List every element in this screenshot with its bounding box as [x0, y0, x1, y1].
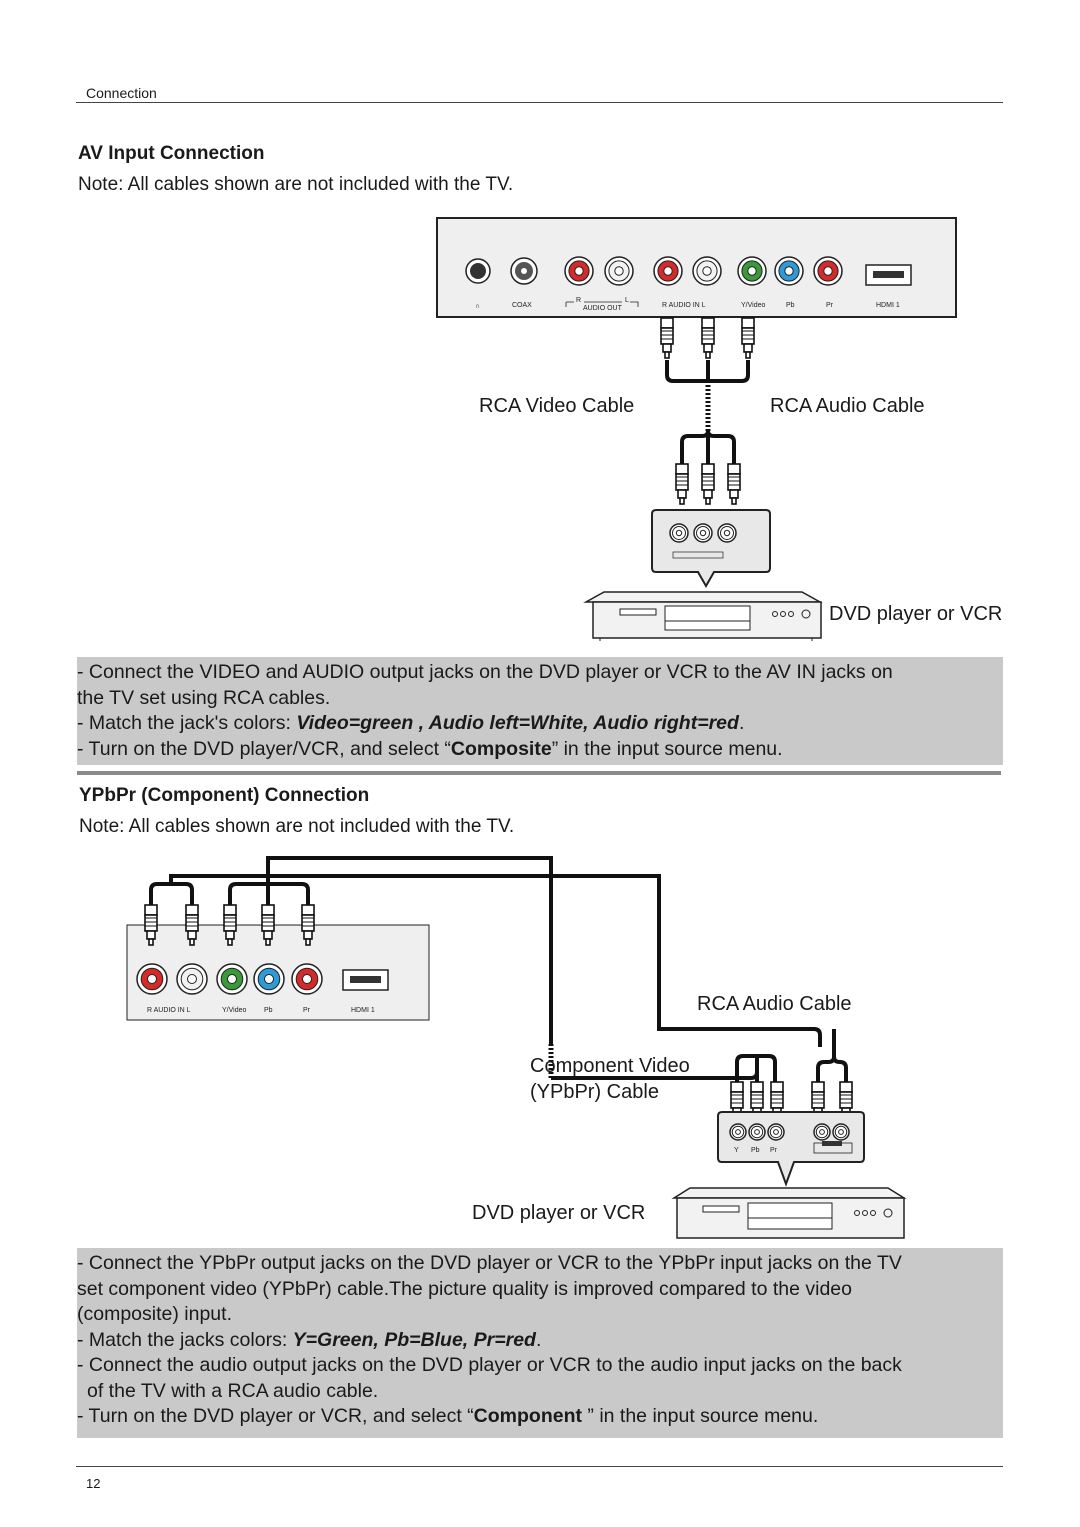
yp-dvd-jack-4: [832, 1123, 850, 1141]
yp-dvd-jack-3: [813, 1123, 831, 1141]
yp-instr-3b: of the TV with a RCA audio cable.: [87, 1379, 379, 1402]
yp-label-pr: Pr: [303, 1007, 311, 1014]
av-dvd-player: [583, 591, 823, 641]
av-plug-top-0: [660, 317, 674, 359]
av-jack-3: [692, 256, 722, 286]
av-label-audio-in: R AUDIO IN L: [662, 302, 706, 309]
av-jack-6: [813, 256, 843, 286]
yp-label-audio-in: R AUDIO IN L: [147, 1007, 191, 1014]
footer-rule: [76, 1466, 1003, 1467]
yp-dvd-player: [671, 1187, 907, 1239]
yp-plug-top-4: [301, 904, 315, 946]
av-rca-plugs: [660, 317, 755, 505]
yp-instr-2: - Match the jacks colors: Y=Green, Pb=Bl…: [77, 1328, 542, 1351]
ypbpr-note: Note: All cables shown are not included …: [79, 816, 515, 837]
yp-jack-3: [253, 963, 285, 995]
section-separator: [77, 771, 1001, 775]
yp-jack-1: [176, 963, 208, 995]
av-label-coax: COAX: [512, 302, 532, 309]
yp-label-hdmi: HDMI 1: [351, 1007, 375, 1014]
yp-label-yvideo: Y/Video: [222, 1007, 246, 1014]
av-audio-cable-label: RCA Audio Cable: [770, 395, 925, 417]
av-jack-4: [737, 256, 767, 286]
av-note: Note: All cables shown are not included …: [78, 174, 514, 195]
av-plug-bottom-2: [727, 463, 741, 505]
av-instr-1b: the TV set using RCA cables.: [77, 686, 331, 709]
av-device-label: DVD player or VCR: [829, 603, 1003, 625]
ypbpr-title: YPbPr (Component) Connection: [79, 785, 370, 806]
yp-jack-0: [136, 963, 168, 995]
yp-video-cable-label-2: (YPbPr) Cable: [530, 1081, 659, 1103]
yp-cables: [149, 856, 848, 1082]
yp-jack-2: [216, 963, 248, 995]
yp-label-pb: Pb: [264, 1007, 273, 1014]
av-plug-bottom-1: [701, 463, 715, 505]
av-title: AV Input Connection: [78, 143, 265, 164]
yp-jack-4: [291, 963, 323, 995]
av-label-r: R: [576, 297, 581, 304]
av-label-yvideo: Y/Video: [741, 302, 765, 309]
yp-instr-1b: set component video (YPbPr) cable.The pi…: [77, 1277, 852, 1300]
yp-plug-top-2: [223, 904, 237, 946]
av-panel-jacks: [564, 256, 843, 286]
yp-plug-top-0: [144, 904, 158, 946]
av-label-l: L: [625, 297, 629, 304]
av-dvd-jack-callout: [651, 509, 771, 589]
av-plug-top-2: [741, 317, 755, 359]
section-label: Connection: [86, 85, 157, 101]
av-video-cable-label: RCA Video Cable: [479, 395, 635, 417]
yp-panel-jacks: [136, 963, 323, 995]
av-instr-1a: - Connect the VIDEO and AUDIO output jac…: [77, 661, 893, 683]
ypbpr-instructions: - Connect the YPbPr output jacks on the …: [77, 1248, 1003, 1438]
av-plug-top-1: [701, 317, 715, 359]
yp-dvd-jack-callout: Y Pb Pr: [717, 1111, 865, 1187]
yp-instr-3a: - Connect the audio output jacks on the …: [77, 1354, 902, 1376]
av-label-pr: Pr: [826, 302, 834, 309]
yp-plug-top-3: [261, 904, 275, 946]
yp-dvd-jack-0: [729, 1123, 747, 1141]
svg-text:∩: ∩: [475, 303, 480, 310]
av-label-audio-out: AUDIO OUT: [583, 305, 623, 312]
yp-instr-1c: (composite) input.: [77, 1303, 232, 1325]
yp-dvd-label-pr: Pr: [770, 1147, 778, 1154]
av-jack-0: [564, 256, 594, 286]
yp-dvd-label-pb: Pb: [751, 1147, 760, 1154]
av-dvd-jack-2: [717, 523, 737, 543]
av-cable: [665, 360, 750, 464]
yp-instr-4: - Turn on the DVD player or VCR, and sel…: [77, 1405, 819, 1427]
av-dvd-jack-1: [693, 523, 713, 543]
av-instructions: - Connect the VIDEO and AUDIO output jac…: [77, 657, 1003, 765]
av-jack-5: [774, 256, 804, 286]
av-plug-bottom-0: [675, 463, 689, 505]
av-instr-3: - Turn on the DVD player/VCR, and select…: [77, 737, 783, 760]
yp-plug-top-1: [185, 904, 199, 946]
yp-dvd-label-y: Y: [734, 1147, 739, 1154]
page-number: 12: [86, 1476, 101, 1491]
yp-dvd-jack-2: [767, 1123, 785, 1141]
yp-video-cable-label-1: Component Video: [530, 1055, 690, 1077]
yp-instr-1a: - Connect the YPbPr output jacks on the …: [77, 1252, 902, 1274]
yp-dvd-jack-1: [748, 1123, 766, 1141]
header-rule: [76, 102, 1003, 103]
av-dvd-jack-0: [669, 523, 689, 543]
av-jack-1: [604, 256, 634, 286]
av-label-hdmi: HDMI 1: [876, 302, 900, 309]
yp-audio-cable-label: RCA Audio Cable: [697, 993, 852, 1015]
yp-device-label: DVD player or VCR: [472, 1202, 646, 1224]
av-jack-2: [653, 256, 683, 286]
av-instr-2: - Match the jack's colors: Video=green ,…: [77, 712, 745, 734]
av-label-pb: Pb: [786, 302, 795, 309]
